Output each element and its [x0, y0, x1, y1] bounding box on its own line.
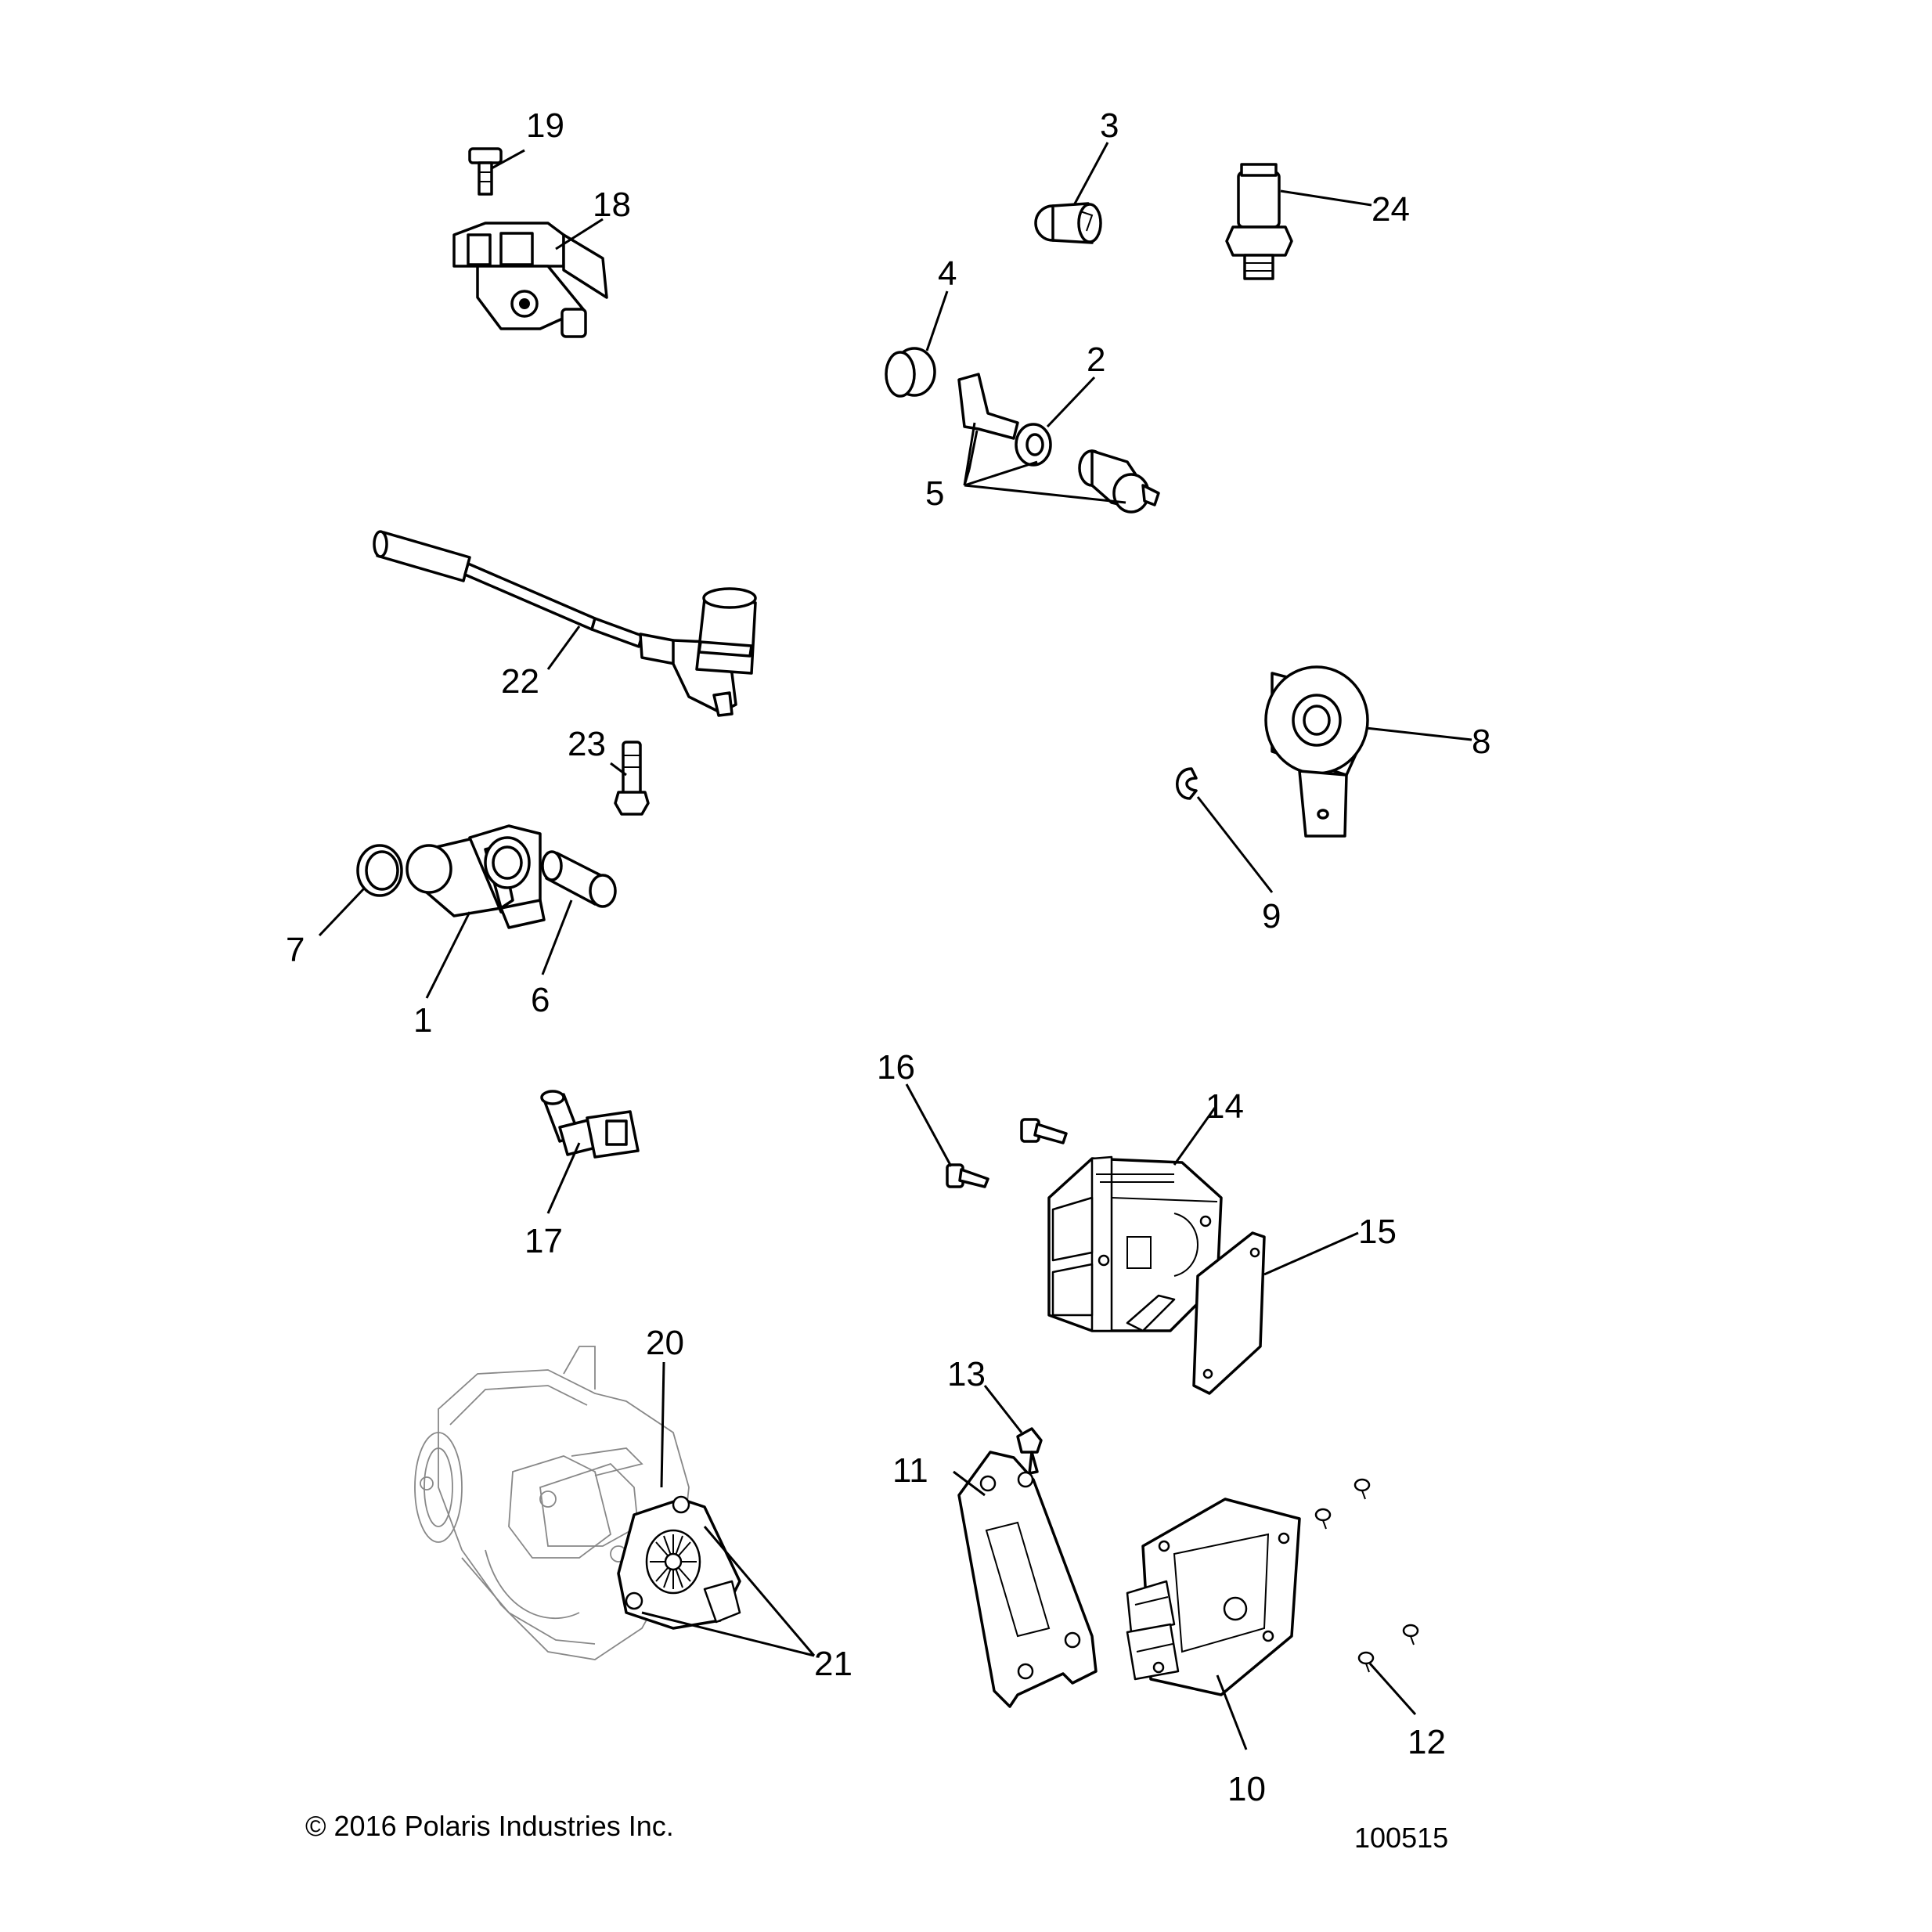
part-4-cap: [885, 347, 936, 398]
callout-2: 2: [1087, 341, 1105, 379]
copyright-text: © 2016 Polaris Industries Inc.: [305, 1810, 674, 1842]
callout-14: 14: [1206, 1087, 1244, 1126]
part-23-bolt: [614, 741, 650, 816]
callout-17: 17: [524, 1222, 563, 1260]
part-2-washer: [1015, 423, 1052, 467]
part-22-speed-sensor: [373, 530, 757, 717]
part-12-screw-3: [1402, 1624, 1419, 1645]
part-24-pressure-switch: [1225, 163, 1293, 280]
callout-19: 19: [526, 106, 564, 145]
callout-9: 9: [1262, 897, 1281, 935]
part-6-pin: [541, 850, 617, 908]
part-16-screw-a: [946, 1163, 989, 1188]
part-3-plug: [1034, 202, 1102, 244]
callout-23: 23: [568, 725, 606, 763]
part-8-knock-sensor: [1264, 665, 1369, 838]
callout-13: 13: [947, 1355, 986, 1393]
part-12-screw-2: [1314, 1508, 1332, 1530]
part-12-screw-1: [1353, 1478, 1371, 1500]
part-13-screw: [1016, 1427, 1043, 1475]
part-14-cover: [1047, 1155, 1223, 1332]
part-19-bolt: [468, 147, 503, 196]
callout-1: 1: [413, 1001, 432, 1040]
part-5-bracket-tab: [957, 373, 1019, 440]
part-12-screw-4: [1357, 1651, 1375, 1673]
callout-6: 6: [531, 981, 550, 1019]
part-18-map-sensor: [452, 222, 608, 338]
callout-4: 4: [938, 254, 957, 293]
callout-21: 21: [814, 1645, 852, 1683]
part-10-ecu: [1126, 1498, 1301, 1696]
callout-11: 11: [892, 1451, 928, 1490]
part-15-gasket: [1192, 1231, 1266, 1395]
part-11-bracket: [957, 1451, 1098, 1708]
part-17-temp-sensor: [540, 1090, 640, 1159]
callout-labels: 19 18 3 24 4 2 5 22 23 8 9 7 1 6 16 14 1…: [286, 106, 1490, 1808]
callout-8: 8: [1472, 723, 1490, 761]
part-1-cam-sensor: [406, 824, 546, 929]
callout-7: 7: [286, 931, 305, 969]
part-9-e-clip: [1176, 767, 1198, 800]
callout-16: 16: [877, 1048, 915, 1087]
callout-20: 20: [646, 1324, 684, 1362]
callout-24: 24: [1372, 190, 1410, 229]
part-5-sensor: [1078, 449, 1160, 514]
callout-18: 18: [593, 186, 631, 224]
callout-12: 12: [1408, 1723, 1446, 1761]
part-16-screw-b: [1020, 1118, 1068, 1144]
callout-10: 10: [1227, 1770, 1266, 1808]
drawing-number: 100515: [1354, 1822, 1448, 1854]
leader-lines: [318, 142, 1472, 1750]
part-7-o-ring: [356, 844, 403, 897]
callout-3: 3: [1100, 106, 1119, 145]
callout-15: 15: [1358, 1213, 1397, 1251]
callout-22: 22: [501, 662, 539, 701]
part-20-tps-sensor: [617, 1495, 741, 1630]
callout-5: 5: [925, 474, 944, 513]
